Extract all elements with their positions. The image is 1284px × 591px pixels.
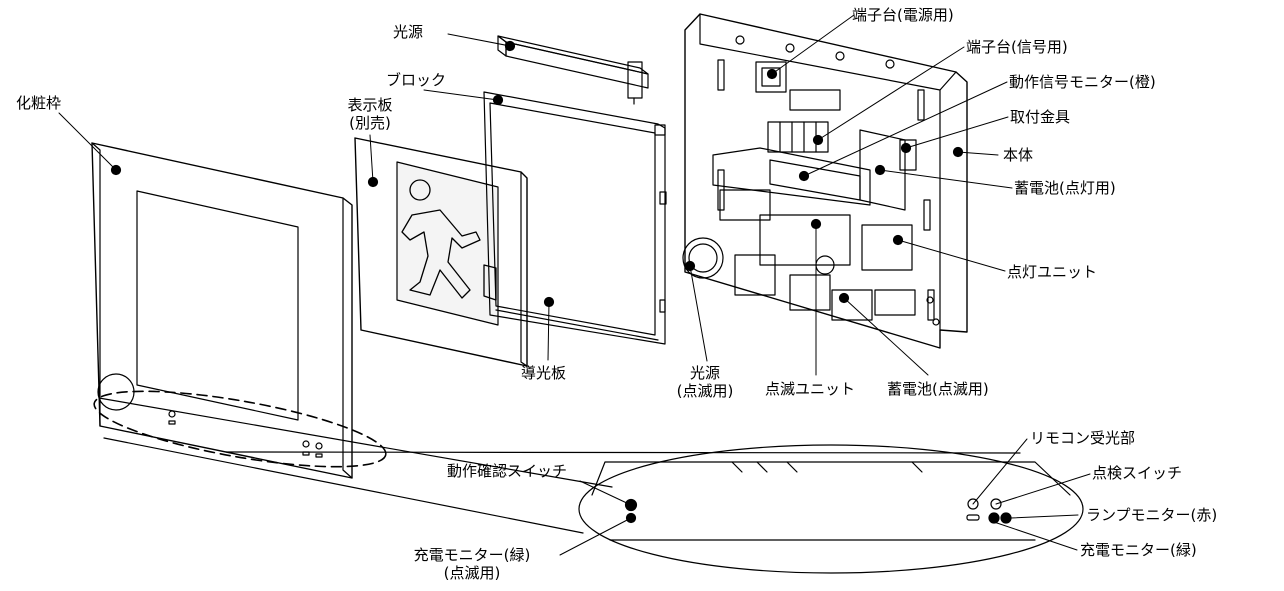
label-lighting-unit: 点灯ユニット — [1007, 263, 1098, 281]
label-decorative-frame: 化粧枠 — [16, 94, 62, 112]
display-plate — [354, 137, 528, 367]
label-display-plate-main: 表示板 — [347, 96, 393, 114]
light-source-bar — [497, 35, 649, 105]
label-mounting-bracket: 取付金具 — [1010, 108, 1071, 126]
leader-lines — [58, 14, 1091, 556]
label-light-source: 光源 — [393, 23, 424, 41]
main-body — [682, 13, 968, 349]
label-light-source-flash-sub: (点滅用) — [676, 382, 734, 400]
label-battery-flash: 蓄電池(点滅用) — [887, 380, 989, 398]
decorative-frame — [91, 142, 387, 479]
label-operation-check-switch: 動作確認スイッチ — [447, 462, 568, 480]
label-operation-signal-monitor: 動作信号モニター(橙) — [1009, 73, 1156, 91]
label-terminal-signal: 端子台(信号用) — [966, 38, 1068, 56]
label-light-source-flash: 光源 (点滅用) — [665, 364, 745, 400]
label-charge-monitor-left-main: 充電モニター(緑) — [413, 546, 531, 564]
label-charge-monitor-left: 充電モニター(緑) (点滅用) — [382, 546, 562, 582]
label-charge-monitor-right: 充電モニター(緑) — [1080, 541, 1197, 559]
label-charge-monitor-left-sub: (点滅用) — [443, 564, 501, 582]
label-block: ブロック — [386, 71, 447, 89]
label-lamp-monitor: ランプモニター(赤) — [1086, 506, 1218, 524]
label-display-plate-sub: (別売) — [349, 114, 391, 132]
label-display-plate: 表示板 (別売) — [330, 96, 410, 132]
label-light-guide-plate: 導光板 — [521, 364, 567, 382]
label-battery-light: 蓄電池(点灯用) — [1014, 179, 1116, 197]
label-terminal-power: 端子台(電源用) — [852, 6, 954, 24]
label-flash-unit: 点滅ユニット — [765, 380, 856, 398]
label-main-body: 本体 — [1003, 146, 1034, 164]
light-guide-plate — [483, 91, 667, 345]
label-light-source-flash-main: 光源 — [689, 364, 720, 382]
label-inspection-switch: 点検スイッチ — [1092, 464, 1183, 482]
label-remote-receiver: リモコン受光部 — [1030, 429, 1136, 447]
zoom-detail — [98, 397, 1084, 574]
